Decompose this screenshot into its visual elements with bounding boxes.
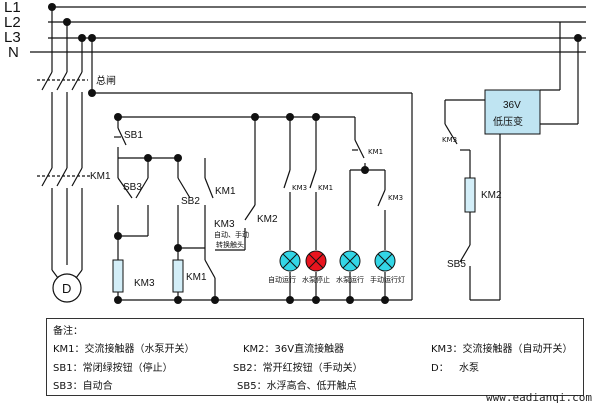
legend-km1: KM1：交流接触器（水泵开关） <box>53 344 195 355</box>
three-phase-feed <box>37 7 90 279</box>
km3-right-contact-label: KM3 <box>388 194 403 202</box>
sb5-label: SB5 <box>447 259 466 270</box>
km3-aux-label: KM3 <box>214 219 235 230</box>
km3-dc-contact-label: KM3 <box>442 136 457 144</box>
bus-label-l2: L2 <box>4 14 21 31</box>
transformer-voltage: 36V <box>503 100 521 111</box>
km1-top-contact-label: KM1 <box>368 148 383 156</box>
km2-contact-label: KM2 <box>257 214 278 225</box>
km2-coil <box>464 177 476 213</box>
lamp-run <box>339 250 361 272</box>
transformer-box <box>484 89 541 135</box>
km1-coil <box>172 259 184 293</box>
bus-label-l1: L1 <box>4 0 21 16</box>
junction-dots <box>48 3 582 304</box>
transformer-name: 低压变 <box>493 115 523 128</box>
lamp-manual-label: 手动运行灯 <box>370 275 405 284</box>
lamp-auto <box>279 250 301 272</box>
lamp-km3-contact-label: KM3 <box>292 184 307 192</box>
lamp-stop <box>305 250 327 272</box>
lamp-auto-label: 自动运行 <box>268 275 296 284</box>
sb1-label: SB1 <box>124 130 143 141</box>
bus-label-n: N <box>8 44 19 61</box>
km3-coil-label: KM3 <box>134 278 155 289</box>
sb3-label: SB3 <box>123 182 142 193</box>
km1-coil-label: KM1 <box>186 272 207 283</box>
km3-aux-note-2: 转换触头 <box>216 240 244 249</box>
motor-label: D <box>62 281 71 296</box>
control-branch-left <box>114 116 255 300</box>
legend-sb5: SB5：水浮高合、低开触点 <box>237 381 357 392</box>
legend-sb3: SB3：自动合 <box>53 381 113 392</box>
main-switch-label: 总闸 <box>96 74 116 87</box>
km2-branch <box>215 117 256 251</box>
legend-d-key: D： <box>431 363 449 374</box>
watermark: www.eadianqi.com <box>486 391 592 404</box>
km1-contact-label: KM1 <box>215 186 236 197</box>
km2-coil-label: KM2 <box>481 190 502 201</box>
legend-box: 备注： KM1：交流接触器（水泵开关） KM2：36V直流接触器 KM3：交流接… <box>46 318 584 396</box>
legend-km3: KM3：交流接触器（自动开关） <box>431 344 573 355</box>
km1-main-label: KM1 <box>90 171 111 182</box>
sb2-label: SB2 <box>181 196 200 207</box>
legend-title: 备注： <box>53 326 83 337</box>
transformer-branch <box>444 22 579 301</box>
legend-sb1: SB1：常闭绿按钮（停止） <box>53 363 173 374</box>
bus-label-l3: L3 <box>4 29 21 46</box>
legend-d-value: 水泵 <box>459 363 479 374</box>
legend-sb2: SB2：常开红按钮（手动关） <box>233 363 363 374</box>
lamp-branches <box>255 116 386 300</box>
legend-km2: KM2：36V直流接触器 <box>243 344 345 355</box>
lamp-stop-label: 水泵停止 <box>302 275 330 284</box>
lamp-manual <box>374 250 396 272</box>
motor-symbol <box>52 273 82 303</box>
lamp-km1-contact-label: KM1 <box>318 184 333 192</box>
lamp-run-label: 水泵运行 <box>336 275 364 284</box>
km3-coil <box>112 259 124 293</box>
km3-aux-note-1: 自动、手动 <box>214 230 249 239</box>
